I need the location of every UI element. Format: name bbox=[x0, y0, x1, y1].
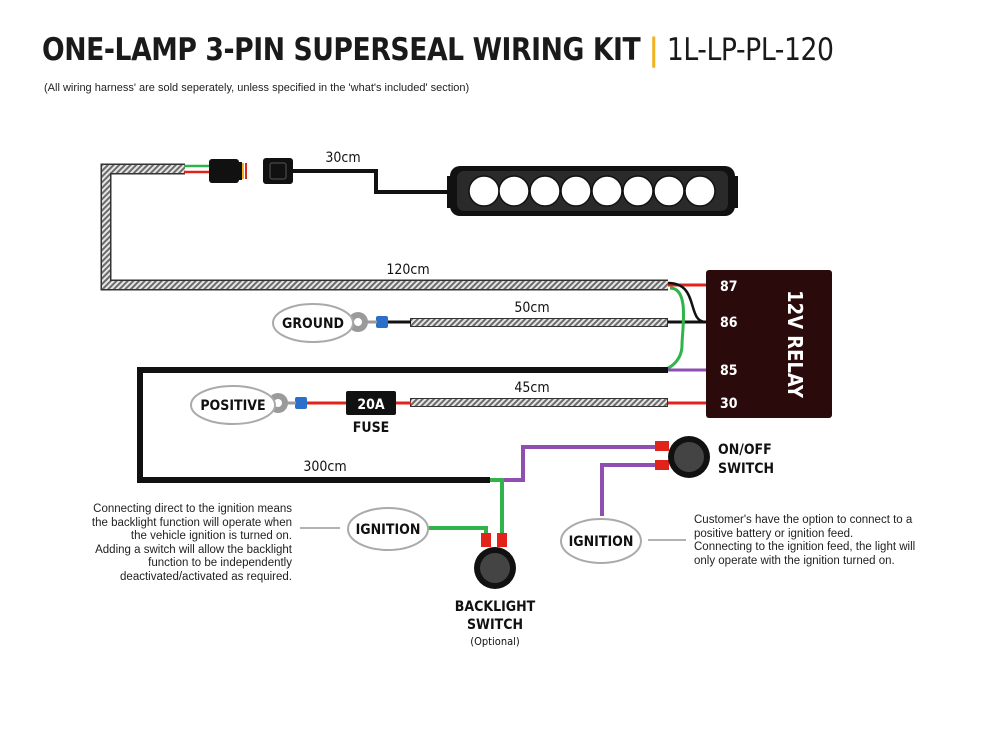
positive-lead bbox=[268, 393, 706, 413]
relay: 87 86 85 30 12V RELAY bbox=[706, 270, 832, 418]
lamp-lead-length: 30cm bbox=[325, 150, 360, 166]
backlight-switch-wiring bbox=[428, 478, 507, 547]
superseal-connector bbox=[209, 158, 293, 184]
relay-pin-30: 30 bbox=[720, 396, 738, 412]
switch-cable-length: 300cm bbox=[303, 459, 346, 475]
page-title: ONE-LAMP 3-PIN SUPERSEAL WIRING KIT|1L-L… bbox=[42, 32, 834, 76]
ground-lead-length: 50cm bbox=[514, 300, 549, 316]
positive-lead-length: 45cm bbox=[514, 380, 549, 396]
onoff-switch-label-2: SWITCH bbox=[718, 461, 774, 477]
switch-cable bbox=[137, 367, 668, 483]
relay-pin-85: 85 bbox=[720, 363, 738, 379]
relay-pin-87: 87 bbox=[720, 279, 738, 295]
lamp-lead bbox=[293, 169, 448, 194]
title-separator: | bbox=[648, 32, 659, 68]
relay-wires bbox=[659, 281, 707, 372]
ignition-right-terminal: IGNITION bbox=[560, 518, 686, 564]
led-light-bar bbox=[447, 166, 738, 216]
positive-label: POSITIVE bbox=[200, 398, 265, 414]
fuse-rating: 20A bbox=[357, 397, 385, 413]
onoff-switch: ON/OFF SWITCH bbox=[668, 436, 774, 478]
fuse: 20A FUSE bbox=[346, 391, 396, 436]
part-code: 1L-LP-PL-120 bbox=[666, 32, 834, 68]
main-loom bbox=[100, 163, 668, 291]
page-subtitle: (All wiring harness' are sold seperately… bbox=[44, 82, 470, 94]
positive-terminal-label: POSITIVE bbox=[190, 385, 276, 425]
fuse-label: FUSE bbox=[353, 420, 390, 436]
ground-terminal-label: GROUND bbox=[272, 303, 354, 343]
backlight-switch-label-2: SWITCH bbox=[467, 617, 523, 633]
onoff-switch-wiring bbox=[490, 441, 669, 516]
backlight-switch-label-1: BACKLIGHT bbox=[455, 599, 536, 615]
title-text: ONE-LAMP 3-PIN SUPERSEAL WIRING KIT bbox=[42, 32, 641, 68]
note-right: Customer's have the option to connect to… bbox=[694, 514, 916, 567]
relay-label: 12V RELAY bbox=[783, 290, 807, 399]
note-left: Connecting direct to the ignition means … bbox=[91, 503, 292, 583]
loom-connector-wires bbox=[184, 164, 212, 174]
ignition-left-label: IGNITION bbox=[356, 522, 421, 538]
ignition-left-terminal: IGNITION bbox=[300, 507, 429, 551]
ignition-right-label: IGNITION bbox=[569, 534, 634, 550]
light-bar-lenses bbox=[468, 175, 716, 207]
main-loom-length: 120cm bbox=[386, 262, 429, 278]
onoff-switch-label-1: ON/OFF bbox=[718, 442, 772, 458]
relay-pin-86: 86 bbox=[720, 315, 738, 331]
backlight-switch: BACKLIGHT SWITCH (Optional) bbox=[455, 547, 536, 648]
ground-label: GROUND bbox=[282, 316, 344, 332]
backlight-switch-optional: (Optional) bbox=[470, 635, 520, 648]
